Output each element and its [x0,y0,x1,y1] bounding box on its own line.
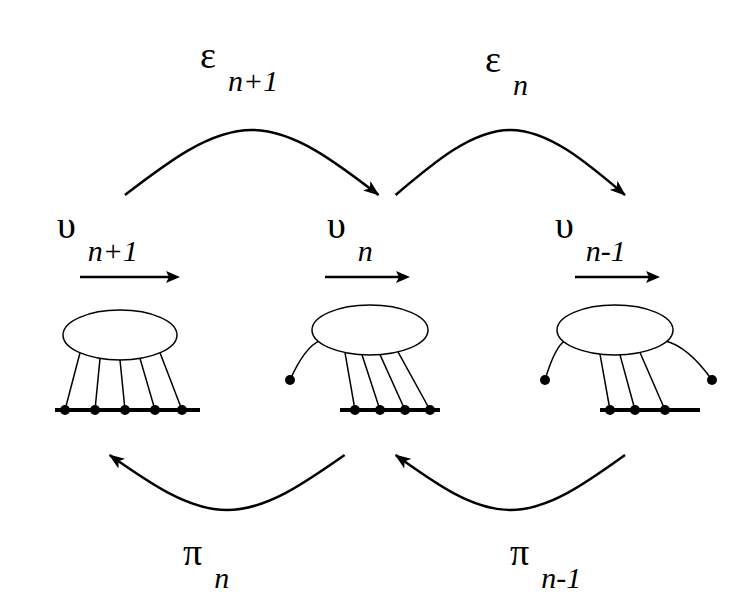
velocity-arrowhead [396,271,410,283]
transition-arrow [110,455,345,510]
velocity-arrow [325,276,400,279]
transition-arrow [396,130,625,195]
leg-line [600,354,610,410]
free-leg [545,341,565,380]
leg-line [362,355,380,410]
free-foot-dot [707,375,717,385]
foot-dot [425,405,435,415]
foot-dot [90,405,100,415]
velocity-arrow [575,276,650,279]
foot-dot [350,405,360,415]
free-foot-dot [540,375,550,385]
leg-line [380,355,405,410]
leg-line [160,353,182,410]
state-label: υn+1 [57,208,138,266]
state-label: υn-1 [555,208,626,266]
foot-dot [660,405,670,415]
free-foot-dot [285,375,295,385]
foot-dot [605,405,615,415]
body-ellipse [63,310,177,360]
transition-label: πn-1 [510,535,581,593]
velocity-arrowhead [166,271,180,283]
leg-line [345,353,355,410]
transition-arrow [396,455,625,510]
state-node: υn [280,195,450,455]
foot-dot [400,405,410,415]
foot-dot [630,405,640,415]
state-node: υn+1 [45,195,215,455]
leg-line [120,360,125,410]
transition-arrow [125,130,379,195]
foot-dot [60,405,70,415]
leg-line [640,353,665,410]
free-leg [665,341,712,380]
state-node: υn-1 [530,195,720,455]
body-ellipse [312,305,428,355]
velocity-arrow [80,276,170,279]
foot-dot [120,405,130,415]
leg-line [95,358,100,410]
state-label: υn [327,208,373,266]
leg-line [398,352,430,410]
foot-dot [177,405,187,415]
leg-line [620,355,635,410]
leg-line [65,353,80,410]
free-leg [290,341,320,380]
foot-dot [375,405,385,415]
velocity-arrowhead [646,271,660,283]
transition-label: εn [485,42,528,100]
leg-line [140,358,155,410]
foot-dot [150,405,160,415]
body-ellipse [557,305,673,355]
transition-label: πn [183,535,229,593]
transition-label: εn+1 [200,38,278,96]
